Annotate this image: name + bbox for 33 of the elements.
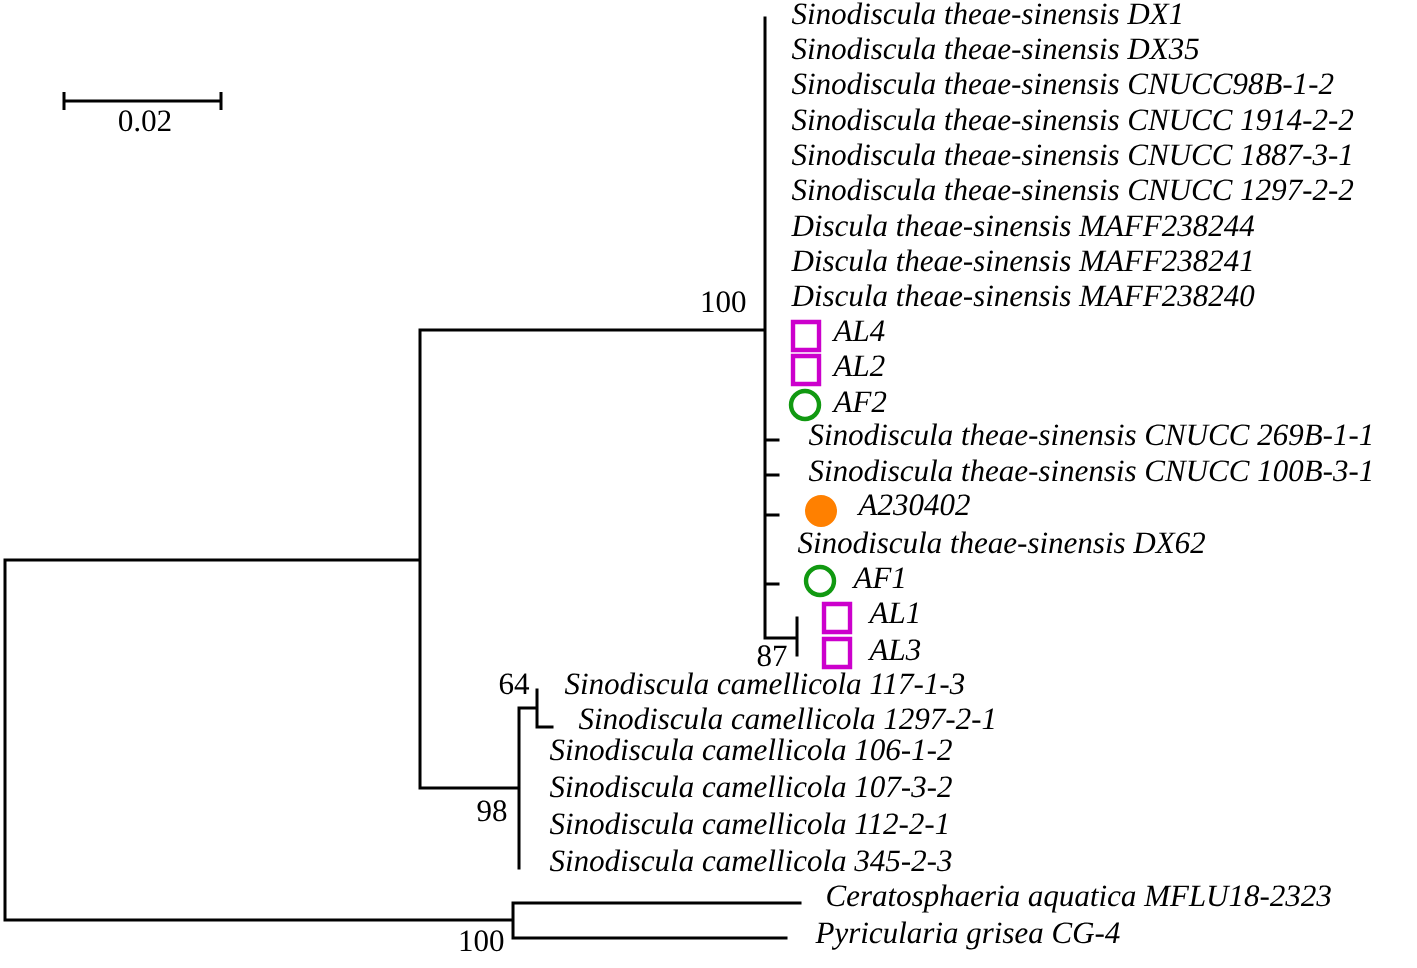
taxon-label: Sinodiscula camellicola 1297-2-1	[578, 707, 994, 730]
taxon-label: Sinodiscula camellicola 106-1-2	[549, 738, 952, 761]
scale-label: 0.02	[119, 110, 171, 132]
taxon-label: Sinodiscula camellicola 107-3-2	[549, 775, 952, 798]
support-value: 100	[702, 291, 746, 313]
taxon-label: AF2	[831, 391, 887, 412]
taxon-label: Sinodiscula camellicola 345-2-3	[549, 849, 952, 872]
taxon-label: Sinodiscula theae-sinensis CNUCC 100B-3-1	[808, 459, 1371, 482]
taxon-label: AL2	[831, 355, 885, 376]
taxon-label: Ceratosphaeria aquatica MFLU18-2323	[827, 884, 1331, 913]
taxon-label: Discula theae-sinensis MAFF238244	[791, 214, 1255, 237]
support-value: 64	[499, 673, 530, 695]
taxon-label: A230402	[856, 494, 970, 516]
taxon-label: Sinodiscula theae-sinensis DX62	[797, 531, 1205, 554]
taxon-label: Pyricularia grisea CG-4	[815, 921, 1120, 950]
taxon-label: Sinodiscula theae-sinensis CNUCC 269B-1-1	[808, 423, 1371, 446]
taxon-label: Sinodiscula camellicola 117-1-3	[564, 672, 965, 695]
taxon-label: Sinodiscula theae-sinensis CNUCC 1887-3-1	[791, 143, 1351, 166]
taxon-label: AL1	[867, 602, 918, 623]
taxon-label: AL3	[867, 639, 921, 661]
taxon-label: Discula theae-sinensis MAFF238241	[791, 249, 1252, 272]
support-value: 87	[757, 645, 787, 667]
taxon-label: AL4	[831, 320, 885, 341]
taxon-label: Discula theae-sinensis MAFF238240	[791, 284, 1255, 307]
taxon-label: AF1	[851, 567, 904, 588]
taxon-label: Sinodiscula theae-sinensis CNUCC98B-1-2	[791, 72, 1334, 95]
taxon-label: Sinodiscula theae-sinensis CNUCC 1914-2-2	[791, 108, 1354, 131]
support-value: 100	[460, 930, 504, 952]
taxon-label: Sinodiscula theae-sinensis DX35	[791, 37, 1199, 60]
taxon-label: Sinodiscula camellicola 112-2-1	[549, 812, 947, 835]
taxon-label: Sinodiscula theae-sinensis CNUCC 1297-2-2	[791, 178, 1354, 201]
taxon-label: Sinodiscula theae-sinensis DX1	[791, 2, 1181, 25]
support-value: 98	[477, 800, 507, 822]
